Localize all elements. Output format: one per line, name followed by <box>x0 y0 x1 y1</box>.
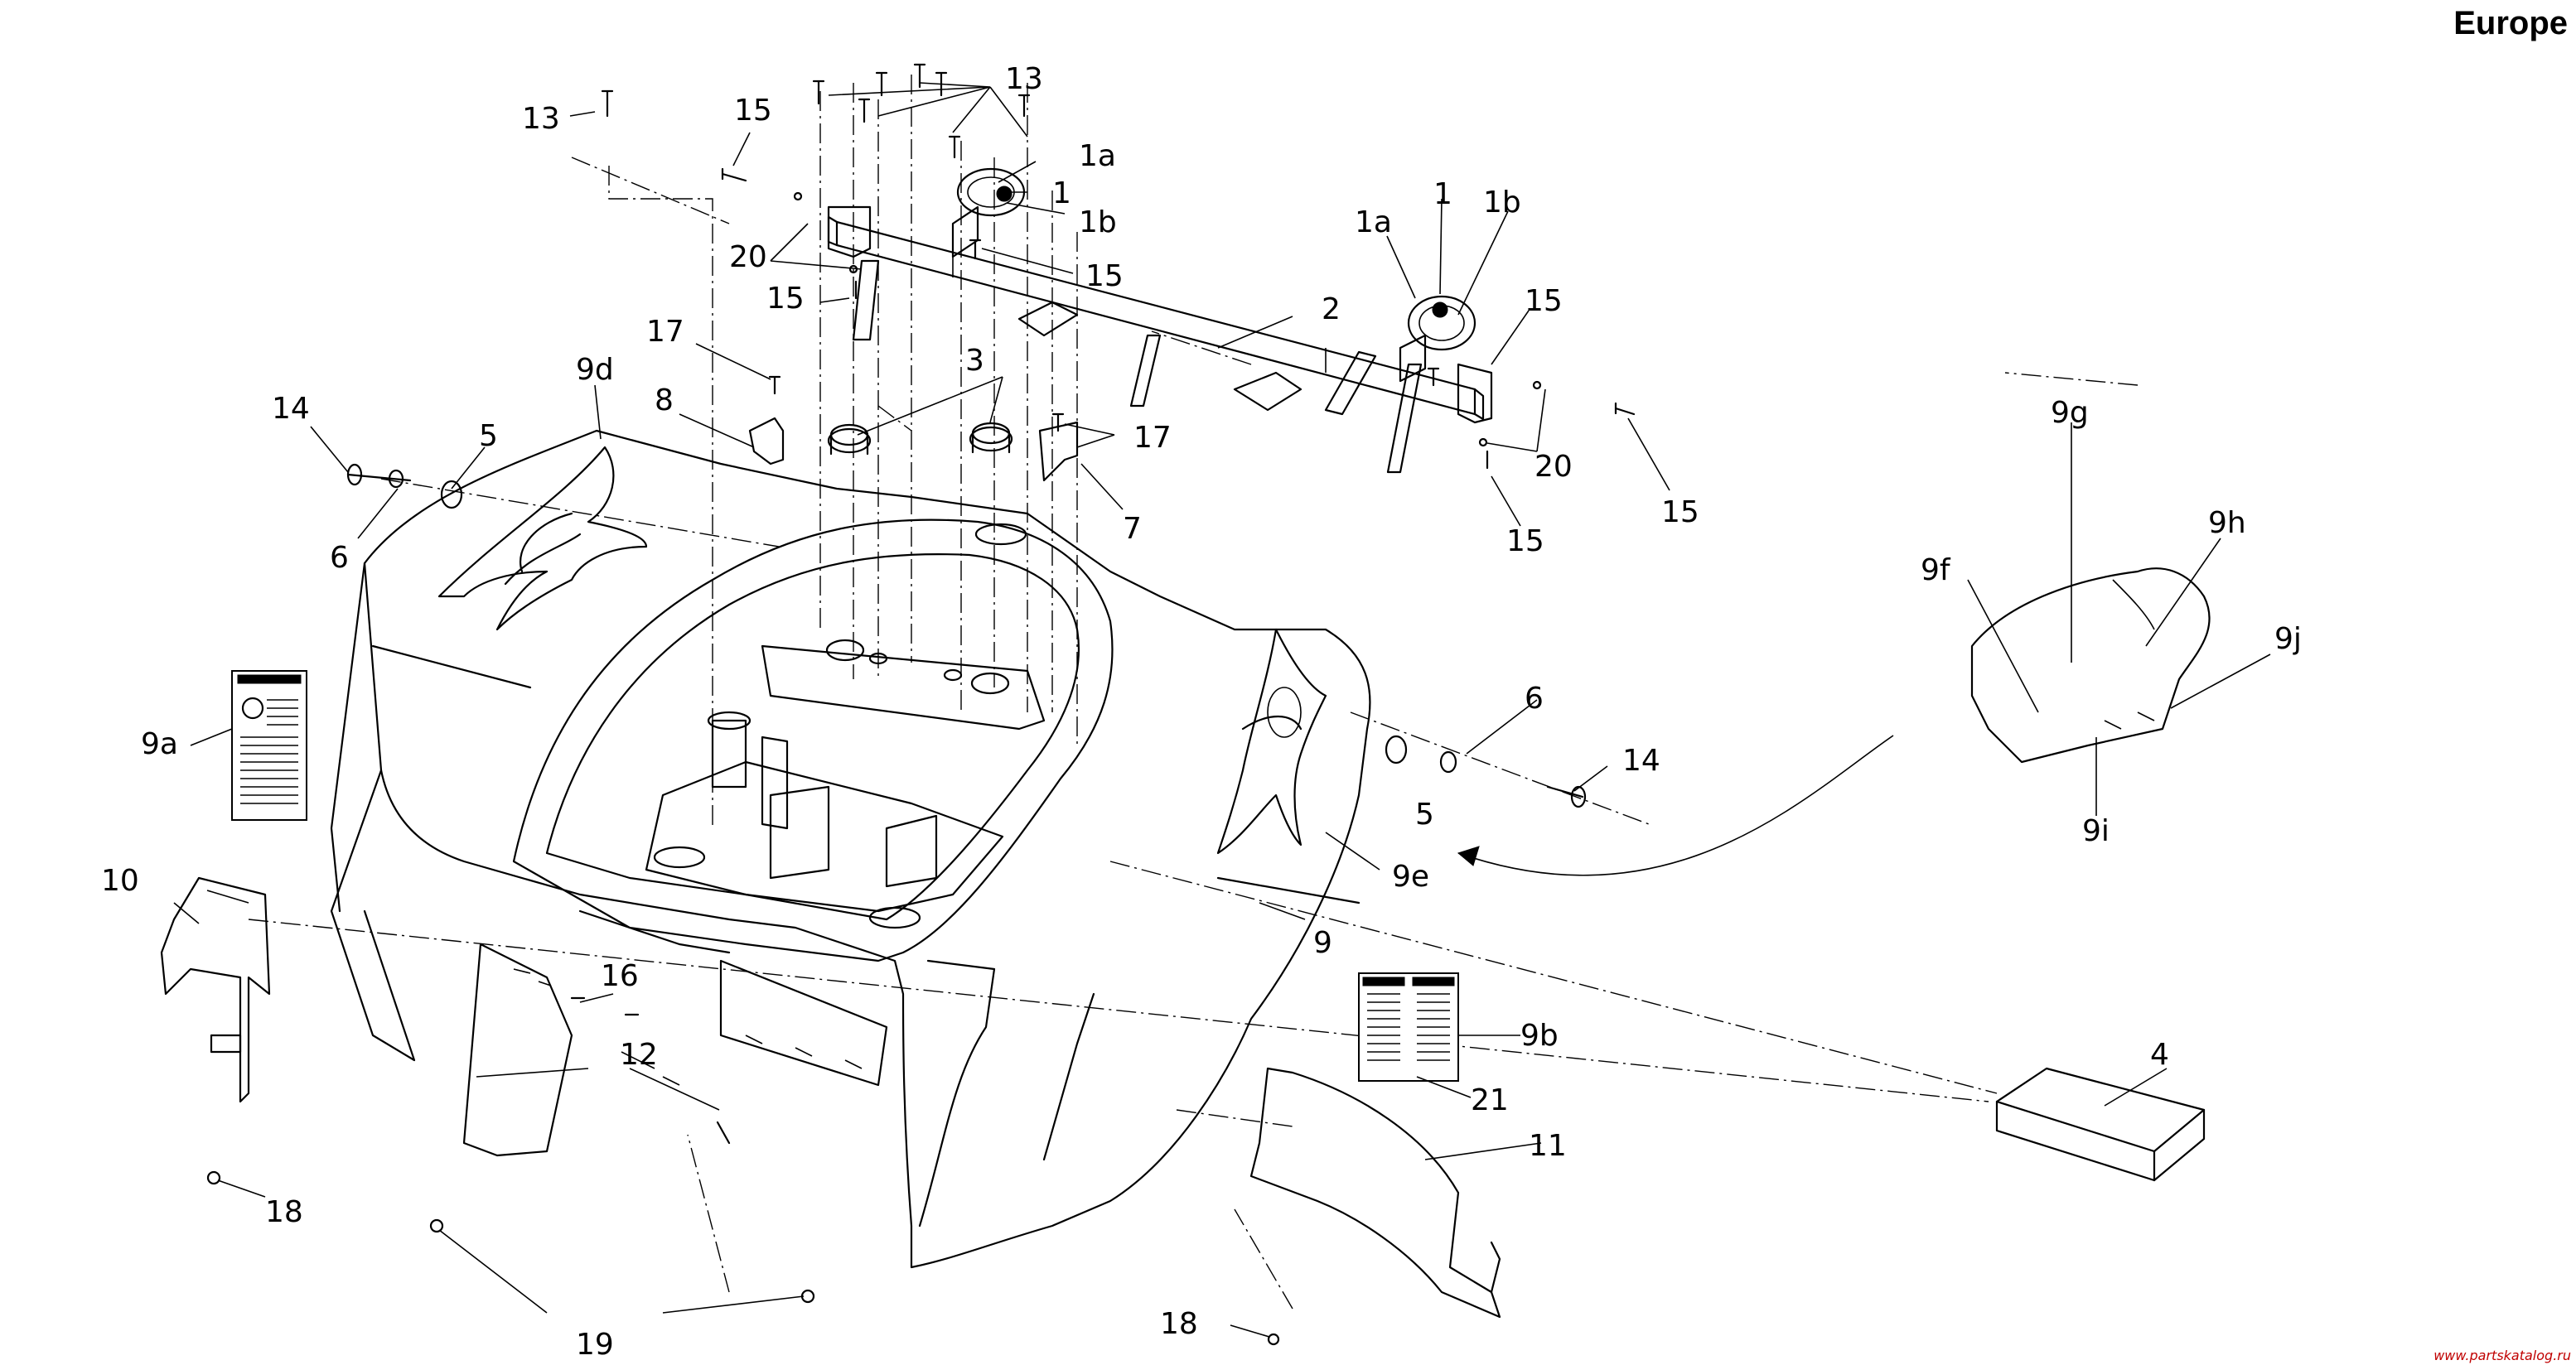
callout-9g: 9g <box>2051 396 2089 430</box>
callout-14: 14 <box>1622 744 1660 778</box>
callout-18: 18 <box>1160 1307 1198 1341</box>
watermark: www.partskatalog.ru <box>2433 1348 2571 1363</box>
alignment-lines <box>248 75 2139 1310</box>
callout-6: 6 <box>330 541 349 575</box>
callout-9: 9 <box>1313 926 1332 960</box>
callout-21: 21 <box>1471 1083 1509 1117</box>
support-bar <box>827 205 1493 474</box>
callout-9b: 9b <box>1520 1019 1559 1053</box>
callout-labels: 13 13 15 1a 1 1b 20 15 15 2 1a 1 1b 15 2… <box>101 62 2302 1362</box>
callout-15: 15 <box>1525 284 1563 318</box>
callout-15: 15 <box>766 282 805 316</box>
callout-18: 18 <box>265 1195 303 1229</box>
part-11-cover <box>1249 1067 1501 1319</box>
callout-15: 15 <box>1506 524 1544 558</box>
callout-19: 19 <box>576 1328 614 1362</box>
callout-1: 1 <box>1433 177 1452 211</box>
decal-9f <box>1970 567 2211 764</box>
callout-1b: 1b <box>1483 186 1521 219</box>
callout-10: 10 <box>101 864 139 898</box>
callout-15: 15 <box>1661 495 1699 529</box>
callout-11: 11 <box>1529 1129 1567 1163</box>
callout-12: 12 <box>620 1038 658 1072</box>
callout-7: 7 <box>1123 512 1142 546</box>
grommets <box>827 422 1013 456</box>
safety-label-9a <box>231 670 307 821</box>
callout-9d: 9d <box>576 353 614 387</box>
callout-1a: 1a <box>1355 205 1392 239</box>
part-10-bracket <box>160 876 271 1103</box>
callout-8: 8 <box>655 383 674 417</box>
callout-15: 15 <box>1085 259 1124 293</box>
callout-20: 20 <box>729 240 767 274</box>
callout-9i: 9i <box>2082 814 2110 848</box>
callout-2: 2 <box>1322 292 1341 326</box>
callout-9a: 9a <box>141 727 178 761</box>
callout-20: 20 <box>1534 450 1573 484</box>
callout-9h: 9h <box>2208 506 2246 540</box>
region-title: Europe <box>2453 5 2568 41</box>
callout-13: 13 <box>1005 62 1043 96</box>
callout-1a: 1a <box>1079 139 1116 173</box>
callout-4: 4 <box>2150 1038 2169 1072</box>
callout-15: 15 <box>734 94 772 128</box>
leader-lines <box>173 82 2271 1338</box>
gauge-right <box>1399 295 1476 383</box>
decal-9e <box>1216 628 1327 855</box>
callout-1b: 1b <box>1079 205 1117 239</box>
callout-5: 5 <box>1415 798 1434 832</box>
callout-3: 3 <box>965 344 984 378</box>
callout-16: 16 <box>601 959 639 993</box>
callout-1: 1 <box>1052 176 1071 210</box>
callout-13: 13 <box>522 102 560 136</box>
callout-9j: 9j <box>2274 622 2302 656</box>
fasteners <box>206 63 1636 1346</box>
callout-9e: 9e <box>1392 860 1429 894</box>
callout-14: 14 <box>272 392 310 426</box>
callout-6: 6 <box>1525 682 1544 716</box>
callout-17: 17 <box>646 315 684 349</box>
callout-9f: 9f <box>1921 553 1951 587</box>
arrow-head <box>1457 846 1480 866</box>
part-4-pad <box>1995 1067 2206 1182</box>
gauge-left <box>951 167 1026 258</box>
decal-9d <box>437 446 648 631</box>
callout-5: 5 <box>479 419 498 453</box>
main-body <box>330 429 1371 1269</box>
safety-label-9b <box>1358 972 1459 1082</box>
brackets <box>748 417 1079 482</box>
callout-17: 17 <box>1133 421 1172 455</box>
